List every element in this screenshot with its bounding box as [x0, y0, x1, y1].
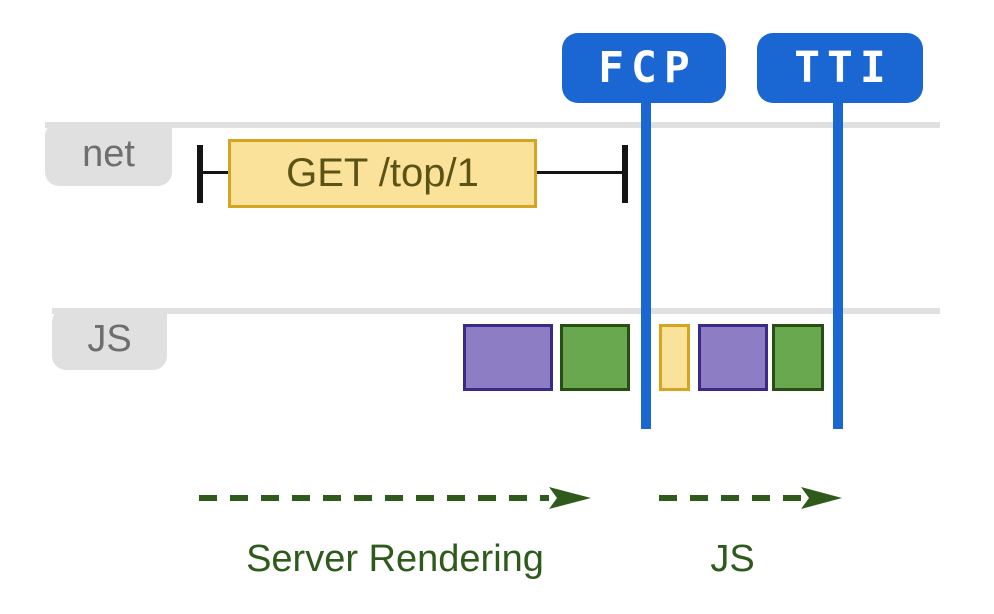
server-rendering-arrow [199, 487, 591, 509]
server-rendering-label: Server Rendering [246, 538, 544, 580]
js-block-green-1 [560, 324, 630, 391]
js-track-line [52, 308, 940, 314]
tti-badge-label: TTI [794, 43, 893, 93]
tti-badge: TTI [757, 33, 923, 103]
js-phase-label: JS [710, 538, 755, 580]
js-track-label: JS [87, 317, 132, 360]
js-phase-arrow [659, 487, 842, 509]
fcp-marker-line [641, 100, 651, 429]
request-end-tick [622, 145, 628, 203]
fcp-badge-label: FCP [598, 43, 697, 93]
fcp-badge: FCP [562, 33, 726, 103]
js-block-yellow-1 [659, 324, 690, 391]
tti-marker-line [833, 100, 843, 429]
request-start-connector [203, 171, 228, 174]
request-start-tick [197, 145, 203, 203]
net-track-tab: net [45, 122, 172, 186]
request-end-connector [537, 171, 622, 174]
js-block-green-2 [772, 324, 824, 391]
js-track-tab: JS [52, 308, 167, 370]
network-request-label: GET /top/1 [286, 151, 479, 195]
js-block-purple-2 [698, 324, 768, 391]
net-track-line [45, 122, 940, 128]
net-track-label: net [82, 132, 135, 175]
network-request-box: GET /top/1 [228, 139, 537, 208]
js-block-purple-1 [463, 324, 553, 391]
